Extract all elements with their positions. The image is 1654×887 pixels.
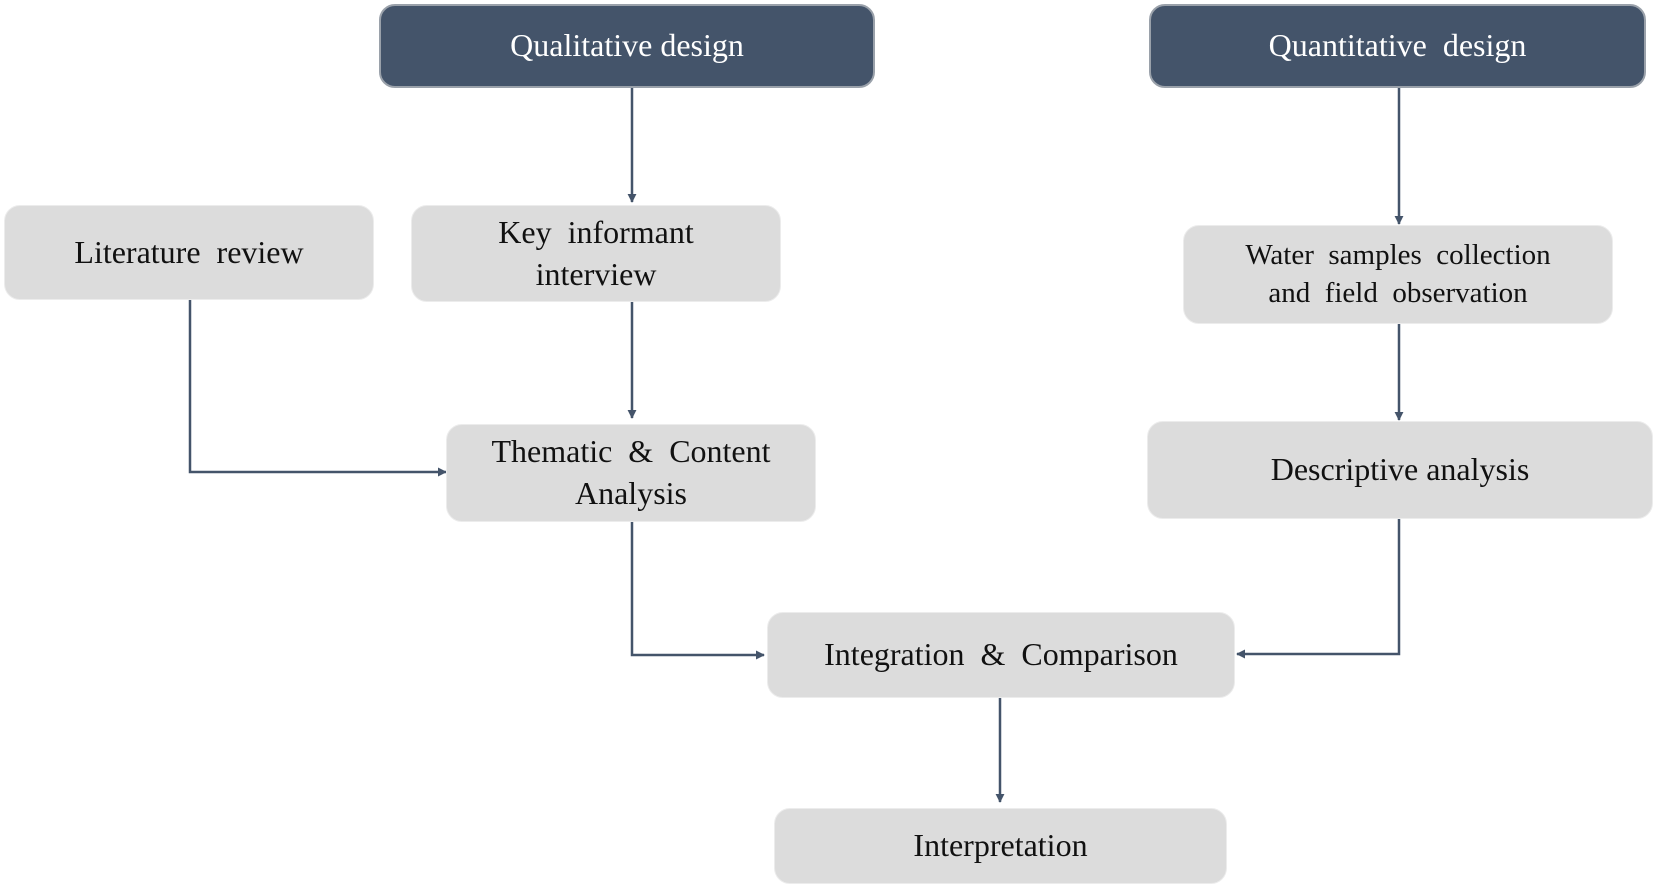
integration-comparison-label: Integration & Comparison xyxy=(824,636,1178,673)
quantitative-design-label: Quantitative design xyxy=(1268,27,1527,64)
qualitative-design-node: Qualitative design xyxy=(379,4,875,88)
key-informant-interview-node: Key informant interview xyxy=(411,205,781,302)
quantitative-design-node: Quantitative design xyxy=(1149,4,1646,88)
interpretation-label: Interpretation xyxy=(913,827,1088,864)
descriptive-analysis-node: Descriptive analysis xyxy=(1147,421,1653,519)
thematic-content-analysis-node: Thematic & Content Analysis xyxy=(446,424,816,522)
thematic-content-analysis-label: Thematic & Content Analysis xyxy=(491,433,771,511)
water-samples-node: Water samples collection and field obser… xyxy=(1183,225,1613,324)
arrow-thematic-to-integration xyxy=(630,522,765,660)
literature-review-node: Literature review xyxy=(4,205,374,300)
qualitative-design-label: Qualitative design xyxy=(510,27,744,64)
interpretation-node: Interpretation xyxy=(774,808,1227,884)
water-samples-label: Water samples collection and field obser… xyxy=(1245,238,1551,309)
key-informant-interview-label: Key informant interview xyxy=(498,213,694,292)
arrow-literature-to-thematic xyxy=(188,300,447,477)
integration-comparison-node: Integration & Comparison xyxy=(767,612,1235,698)
arrow-descriptive-to-integration xyxy=(1236,519,1401,659)
descriptive-analysis-label: Descriptive analysis xyxy=(1270,451,1530,488)
literature-review-label: Literature review xyxy=(74,233,304,270)
